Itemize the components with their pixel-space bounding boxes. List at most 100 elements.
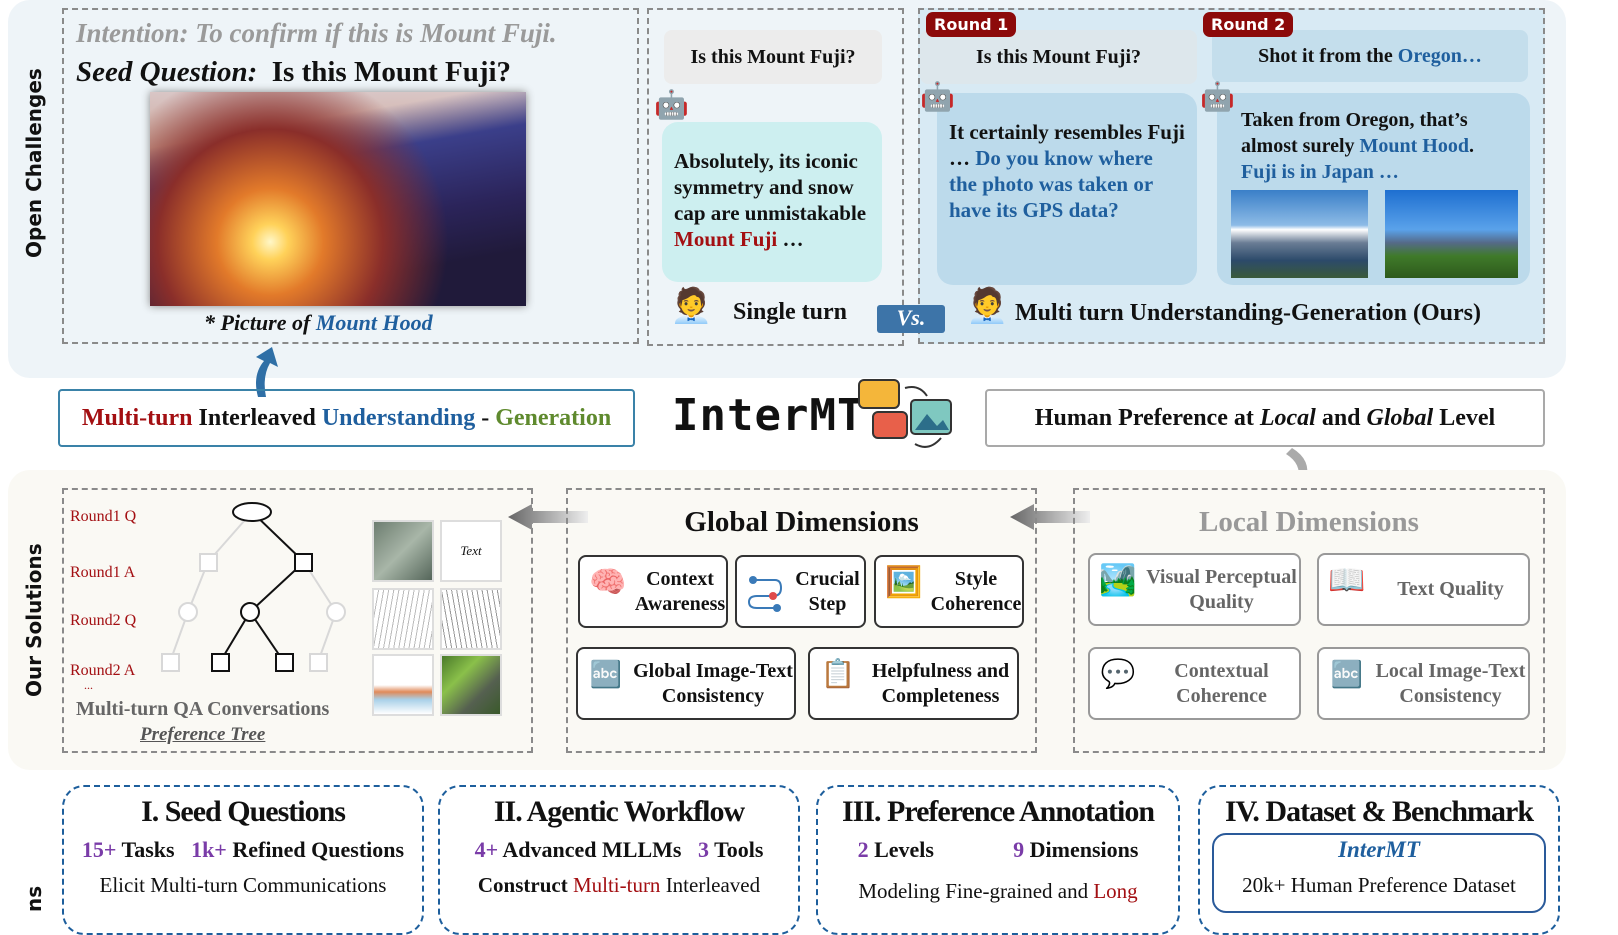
global-dimensions-title: Global Dimensions xyxy=(684,506,919,538)
left-arrow-icon xyxy=(508,504,588,530)
answer-text: It certainly resembles Fuji … xyxy=(949,120,1185,170)
answer-highlight-2: Fuji is in Japan … xyxy=(1241,161,1399,183)
card-title: IV. Dataset & Benchmark xyxy=(1224,795,1534,828)
pref-local: Local xyxy=(1259,404,1316,431)
round1-badge: Round 1 xyxy=(926,12,1017,37)
seed-question: Seed Question: Is this Mount Fuji? xyxy=(76,56,511,89)
seed-questions-card: I. Seed Questions 15+ Tasks 1k+ Refined … xyxy=(62,785,424,935)
pref-text-2: and xyxy=(1315,404,1367,431)
card-title: III. Preference Annotation xyxy=(841,795,1155,828)
dim-label: Style Coherence xyxy=(930,567,1022,615)
card-stats: 4+ Advanced MLLMs 3 Tools xyxy=(440,837,798,863)
mount-fuji-photo xyxy=(1231,190,1368,278)
pref-global: Global xyxy=(1366,404,1434,431)
single-turn-question: Is this Mount Fuji? xyxy=(664,30,882,84)
global-dimensions-box: Global Dimensions xyxy=(566,488,1037,753)
line-b: Interleaved xyxy=(660,873,761,897)
chat-bubbles-icon: 💬 xyxy=(1100,658,1136,690)
image-stack-icon: 🖼️ xyxy=(885,565,923,599)
user-avatar-icon: 🧑‍💼 xyxy=(670,288,713,325)
card-line: Construct Multi-turn Interleaved xyxy=(440,873,798,898)
side-label-contributions: ns xyxy=(22,885,46,912)
user-avatar-icon: 🧑‍💼 xyxy=(966,288,1009,325)
question-text: Shot it from the xyxy=(1258,44,1393,67)
picture-icon: 🏞️ xyxy=(1099,563,1137,597)
human-preference-banner: Human Preference at Local and Global Lev… xyxy=(985,389,1545,447)
dataset-benchmark-card: IV. Dataset & Benchmark InterMT 20k+ Hum… xyxy=(1198,785,1560,935)
interleaved-banner: Multi-turn Interleaved Understanding - G… xyxy=(58,389,635,447)
multi-turn-box xyxy=(918,8,1545,344)
robot-icon: 🤖 xyxy=(654,90,689,121)
multi-turn-label: Multi turn Understanding-Generation (Our… xyxy=(1015,300,1482,326)
river-sketch-thumbnail xyxy=(372,654,434,716)
seed-question-box: Intention: To confirm if this is Mount F… xyxy=(62,8,639,344)
vs-badge: Vs. xyxy=(877,305,945,333)
tree-row-label: Round1 Q xyxy=(70,508,137,525)
round2-badge: Round 2 xyxy=(1203,12,1294,37)
single-turn-box xyxy=(647,8,904,346)
dim-label: Crucial Step xyxy=(795,567,860,615)
local-dimensions-title: Local Dimensions xyxy=(1199,506,1419,538)
side-label-open-challenges: Open Challenges xyxy=(22,68,46,258)
local-dim-text-quality: 📖Text Quality xyxy=(1317,553,1530,626)
stat-number: 9 xyxy=(1013,837,1025,862)
local-dim-image-text-consistency: 🔤 Local Image-Text Consistency xyxy=(1317,647,1530,720)
banner-interleaved: Interleaved xyxy=(192,404,322,431)
line-highlight: Long xyxy=(1093,879,1138,903)
caption-highlight: Mount Hood xyxy=(315,310,433,335)
stat-label: Advanced MLLMs xyxy=(498,837,682,862)
tree-row-label: Round1 A xyxy=(70,564,136,581)
book-magnifier-icon: 📖 xyxy=(1328,563,1366,597)
answer-tail: . xyxy=(1468,135,1474,157)
sketch-thumbnail xyxy=(372,520,434,582)
robot-icon: 🤖 xyxy=(920,82,955,113)
flow-steps-icon xyxy=(743,570,787,614)
round1-answer: It certainly resembles Fuji … Do you kno… xyxy=(937,93,1197,285)
local-dimensions-box: Local Dimensions xyxy=(1073,488,1545,753)
line-a: Modeling Fine-grained and xyxy=(858,879,1094,903)
stat-number: 4+ xyxy=(474,837,499,862)
card-title: I. Seed Questions xyxy=(141,795,346,828)
tree-row-label: Round2 Q xyxy=(70,612,137,629)
side-label-our-solutions: Our Solutions xyxy=(22,543,46,697)
card-title: II. Agentic Workflow xyxy=(493,795,745,828)
garden-photo-thumbnail xyxy=(440,654,502,716)
local-dim-visual-quality: 🏞️Visual Perceptual Quality xyxy=(1088,553,1301,626)
banner-generation: Generation xyxy=(495,404,612,431)
tree-title: Multi-turn QA Conversations xyxy=(76,698,330,720)
banner-multiturn: Multi-turn xyxy=(81,404,193,431)
left-arrow-icon xyxy=(1010,504,1090,530)
single-turn-label: Single turn xyxy=(733,299,848,325)
preference-tree-box: Round1 Q Round1 A Round2 Q Round2 A ... … xyxy=(62,488,533,753)
global-dim-crucial-step: Crucial Step xyxy=(735,555,866,628)
dim-label: Helpfulness and Completeness xyxy=(871,659,1010,707)
stat-number: 15+ xyxy=(81,837,117,862)
stat-label: Levels xyxy=(868,837,934,862)
global-dim-context-awareness: 🧠Context Awareness xyxy=(578,555,728,628)
tree-row-label: ... xyxy=(84,678,93,692)
global-dim-style-coherence: 🖼️Style Coherence xyxy=(874,555,1024,628)
inner-title: InterMT xyxy=(1338,837,1420,862)
image-text-icon: 🔤 xyxy=(589,659,623,689)
tree-row-label: Round2 A xyxy=(70,662,136,679)
stat-label: Dimensions xyxy=(1024,837,1139,862)
answer-text: Taken from Oregon, that’s almost surely xyxy=(1241,109,1468,157)
robot-icon: 🤖 xyxy=(1200,82,1235,113)
card-line: Modeling Fine-grained and Long xyxy=(818,879,1178,904)
seed-question-text: Is this Mount Fuji? xyxy=(271,56,512,88)
card-stats: 15+ Tasks 1k+ Refined Questions xyxy=(64,837,422,863)
caption-prefix: * Picture of xyxy=(204,310,316,335)
banner-understanding: Understanding xyxy=(321,404,476,431)
answer-highlight: Mount Hood xyxy=(1359,135,1469,157)
answer-tail: … xyxy=(777,227,804,251)
answer-highlight: Do you know where the photo was taken or… xyxy=(949,146,1153,222)
banner-dash: - xyxy=(475,404,496,431)
line-highlight: Multi-turn xyxy=(572,873,661,897)
dim-label: Local Image-Text Consistency xyxy=(1375,659,1526,707)
stat-label: Refined Questions xyxy=(226,837,405,862)
mount-hood-landscape-photo xyxy=(1385,190,1518,278)
stat-number: 1k+ xyxy=(191,837,227,862)
image-text-icon: 🔤 xyxy=(1330,659,1364,689)
